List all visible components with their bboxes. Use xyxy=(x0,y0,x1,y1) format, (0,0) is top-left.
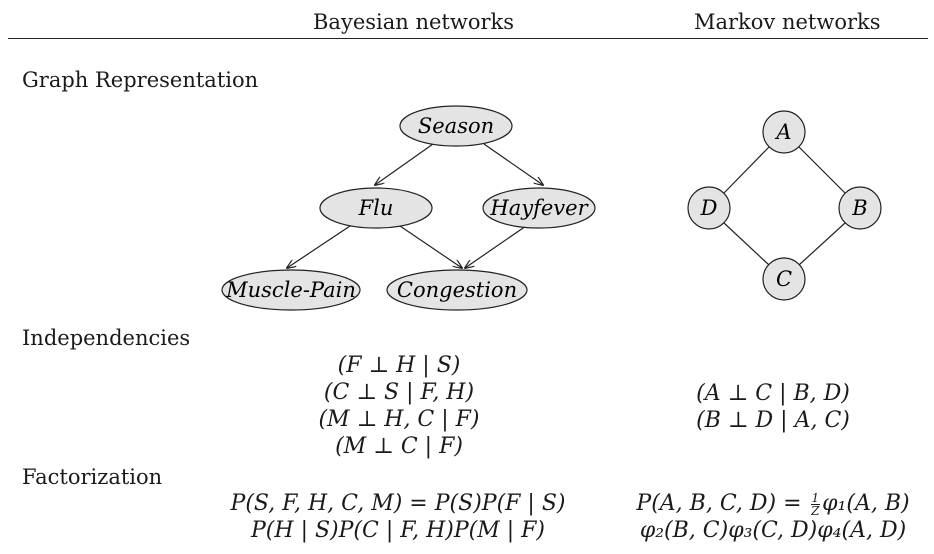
header-rule xyxy=(8,38,928,39)
normalizer-fraction: 1 Z xyxy=(810,490,821,518)
bayes-node-season: Season xyxy=(399,105,513,147)
bayes-node-musclepain: Muscle-Pain xyxy=(221,269,361,311)
factorization-suffix: φ₁(A, B) xyxy=(822,491,910,516)
independency-statement: (C ⊥ S | F, H) xyxy=(323,380,475,405)
bayes-factorization: P(S, F, H, C, M) = P(S)P(F | S) P(H | S)… xyxy=(215,490,581,544)
node-label-hayfever: Hayfever xyxy=(489,196,589,220)
edge-hayfever-congestion xyxy=(465,225,527,268)
node-label-c: C xyxy=(776,267,792,291)
node-label-b: B xyxy=(851,196,867,220)
factorization-line: P(S, F, H, C, M) = P(S)P(F | S) xyxy=(230,491,566,516)
independency-statement: (A ⊥ C | B, D) xyxy=(696,381,850,406)
column-header-markov: Markov networks xyxy=(694,10,881,34)
node-label-flu: Flu xyxy=(358,196,394,220)
node-label-congestion: Congestion xyxy=(397,278,517,302)
node-label-d: D xyxy=(700,196,718,220)
node-label-season: Season xyxy=(418,114,494,138)
section-graph-representation: Graph Representation xyxy=(22,68,259,92)
markov-node-d: D xyxy=(687,186,731,230)
markov-factorization: P(A, B, C, D) = 1 Z φ₁(A, B) φ₂(B, C)φ₃(… xyxy=(626,490,920,544)
factorization-prefix: P(A, B, C, D) = xyxy=(636,491,802,516)
independency-statement: (M ⊥ C | F) xyxy=(335,434,463,459)
markov-edges xyxy=(723,146,846,266)
independency-statement: (B ⊥ D | A, C) xyxy=(696,408,850,433)
column-header-bayesian: Bayesian networks xyxy=(313,10,515,34)
bayes-node-flu: Flu xyxy=(319,187,433,229)
edge-flu-congestion xyxy=(399,225,462,268)
factorization-line-1: P(A, B, C, D) = 1 Z φ₁(A, B) xyxy=(626,490,920,517)
edge-season-flu xyxy=(375,143,434,185)
independency-statement: (M ⊥ H, C | F) xyxy=(318,407,480,432)
edge-season-hayfever xyxy=(483,143,543,185)
bayes-node-hayfever: Hayfever xyxy=(482,187,596,229)
markov-independencies: (A ⊥ C | B, D) (B ⊥ D | A, C) xyxy=(678,380,868,434)
edge-d-c xyxy=(723,222,770,266)
bayes-node-congestion: Congestion xyxy=(386,269,528,311)
fraction-numerator: 1 xyxy=(810,490,821,505)
node-label-a: A xyxy=(774,120,791,144)
markov-node-b: B xyxy=(838,186,882,230)
bayes-independencies: (F ⊥ H | S) (C ⊥ S | F, H) (M ⊥ H, C | F… xyxy=(300,352,498,460)
bayes-edges xyxy=(287,143,543,268)
edge-a-d xyxy=(723,146,770,194)
edge-b-c xyxy=(798,222,846,266)
factorization-line-2: φ₂(B, C)φ₃(C, D)φ₄(A, D) xyxy=(639,518,907,543)
markov-node-a: A xyxy=(762,110,806,154)
fraction-denominator: Z xyxy=(811,503,820,518)
markov-node-c: C xyxy=(762,257,806,301)
edge-a-b xyxy=(798,146,846,194)
independency-statement: (F ⊥ H | S) xyxy=(337,353,461,378)
factorization-line: P(H | S)P(C | F, H)P(M | F) xyxy=(251,518,545,543)
section-factorization: Factorization xyxy=(22,465,163,489)
section-independencies: Independencies xyxy=(22,326,191,350)
edge-flu-musclepain xyxy=(287,225,351,268)
node-label-musclepain: Muscle-Pain xyxy=(225,278,356,302)
